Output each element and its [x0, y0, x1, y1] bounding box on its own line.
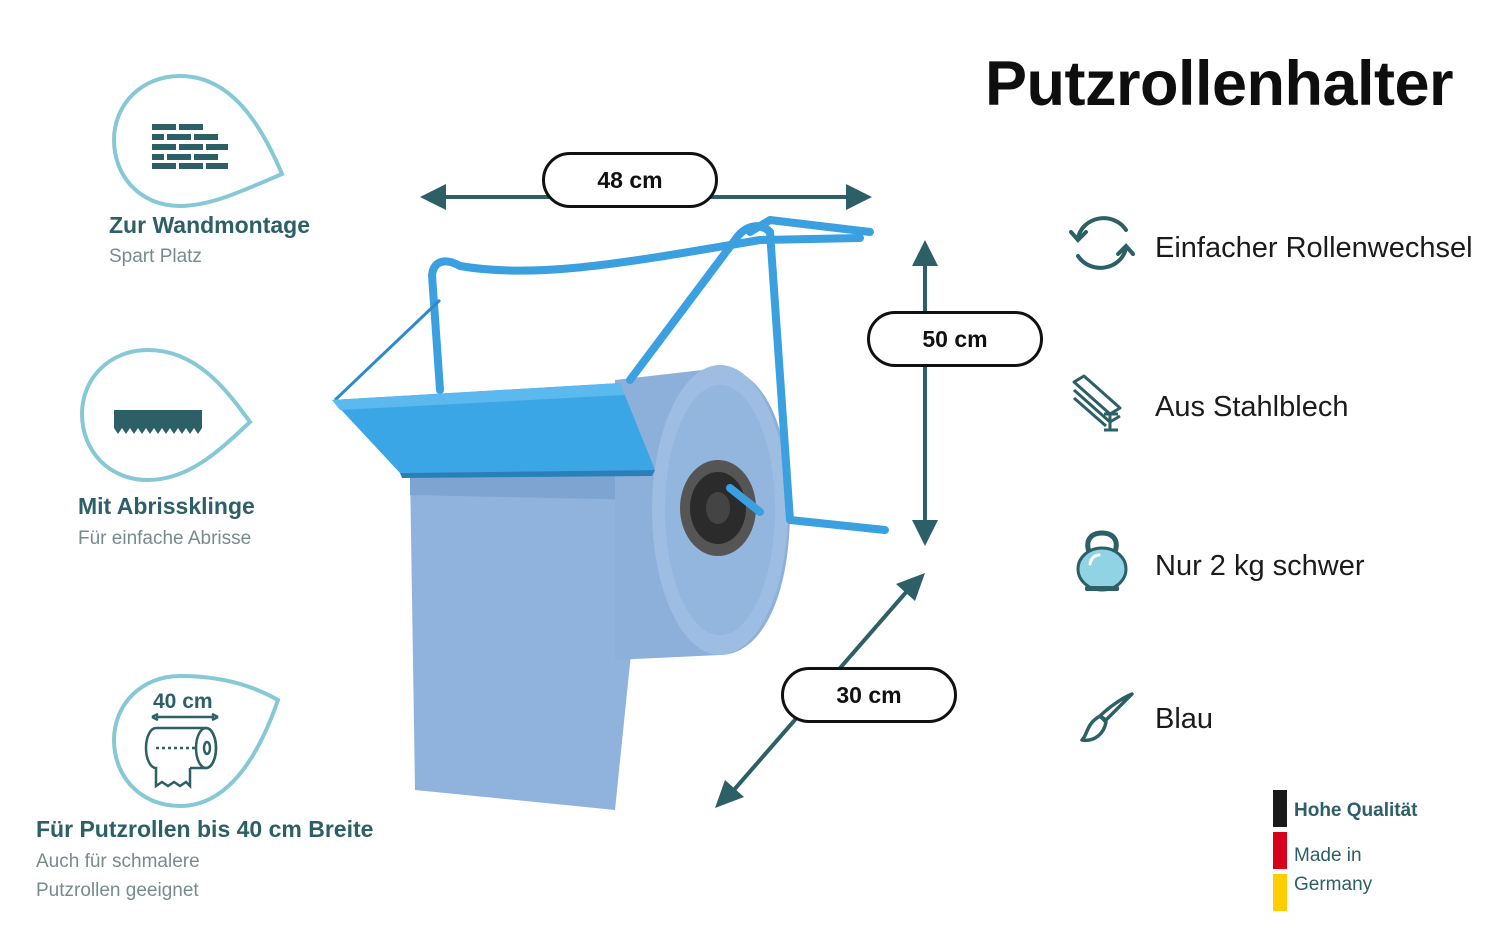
width-label: 48 cm	[542, 152, 718, 208]
depth-label: 30 cm	[781, 667, 957, 723]
roll-width-label: 40 cm	[153, 690, 213, 713]
property-color: Blau	[1155, 703, 1214, 735]
property-weight: Nur 2 kg schwer	[1155, 550, 1365, 582]
feature-blade-heading: Mit Abrissklinge	[78, 493, 255, 519]
teardrop-badge-wall	[111, 73, 285, 209]
flag-bar-gold	[1273, 874, 1287, 911]
flag-bar-red	[1273, 832, 1287, 869]
brick-wall-icon	[152, 124, 228, 169]
property-roll-change: Einfacher Rollenwechsel	[1155, 232, 1473, 264]
made-in-label: Made in	[1294, 845, 1362, 866]
refresh-cycle-icon	[1069, 216, 1135, 270]
paper-roll-icon	[144, 712, 219, 790]
page-title: Putzrollenhalter	[985, 49, 1454, 119]
roll-holder-product-image	[332, 216, 889, 810]
feature-blade-sub: Für einfache Abrisse	[78, 528, 252, 549]
serrated-blade-icon	[114, 410, 202, 434]
kettlebell-icon	[1076, 530, 1128, 592]
feature-roll-width-sub-2: Putzrollen geeignet	[36, 880, 199, 901]
height-label: 50 cm	[867, 311, 1043, 367]
country-label: Germany	[1294, 874, 1373, 895]
flag-bar-black	[1273, 790, 1287, 827]
steel-sheet-icon	[1072, 374, 1122, 432]
feature-wall-mount-heading: Zur Wandmontage	[109, 212, 311, 238]
quality-label: Hohe Qualität	[1294, 800, 1418, 821]
feature-roll-width-sub-1: Auch für schmalere	[36, 851, 200, 872]
feature-wall-mount-sub: Spart Platz	[109, 246, 202, 267]
feature-roll-width-heading: Für Putzrollen bis 40 cm Breite	[36, 816, 374, 842]
property-steel: Aus Stahlblech	[1155, 391, 1349, 423]
paintbrush-icon	[1080, 692, 1134, 743]
